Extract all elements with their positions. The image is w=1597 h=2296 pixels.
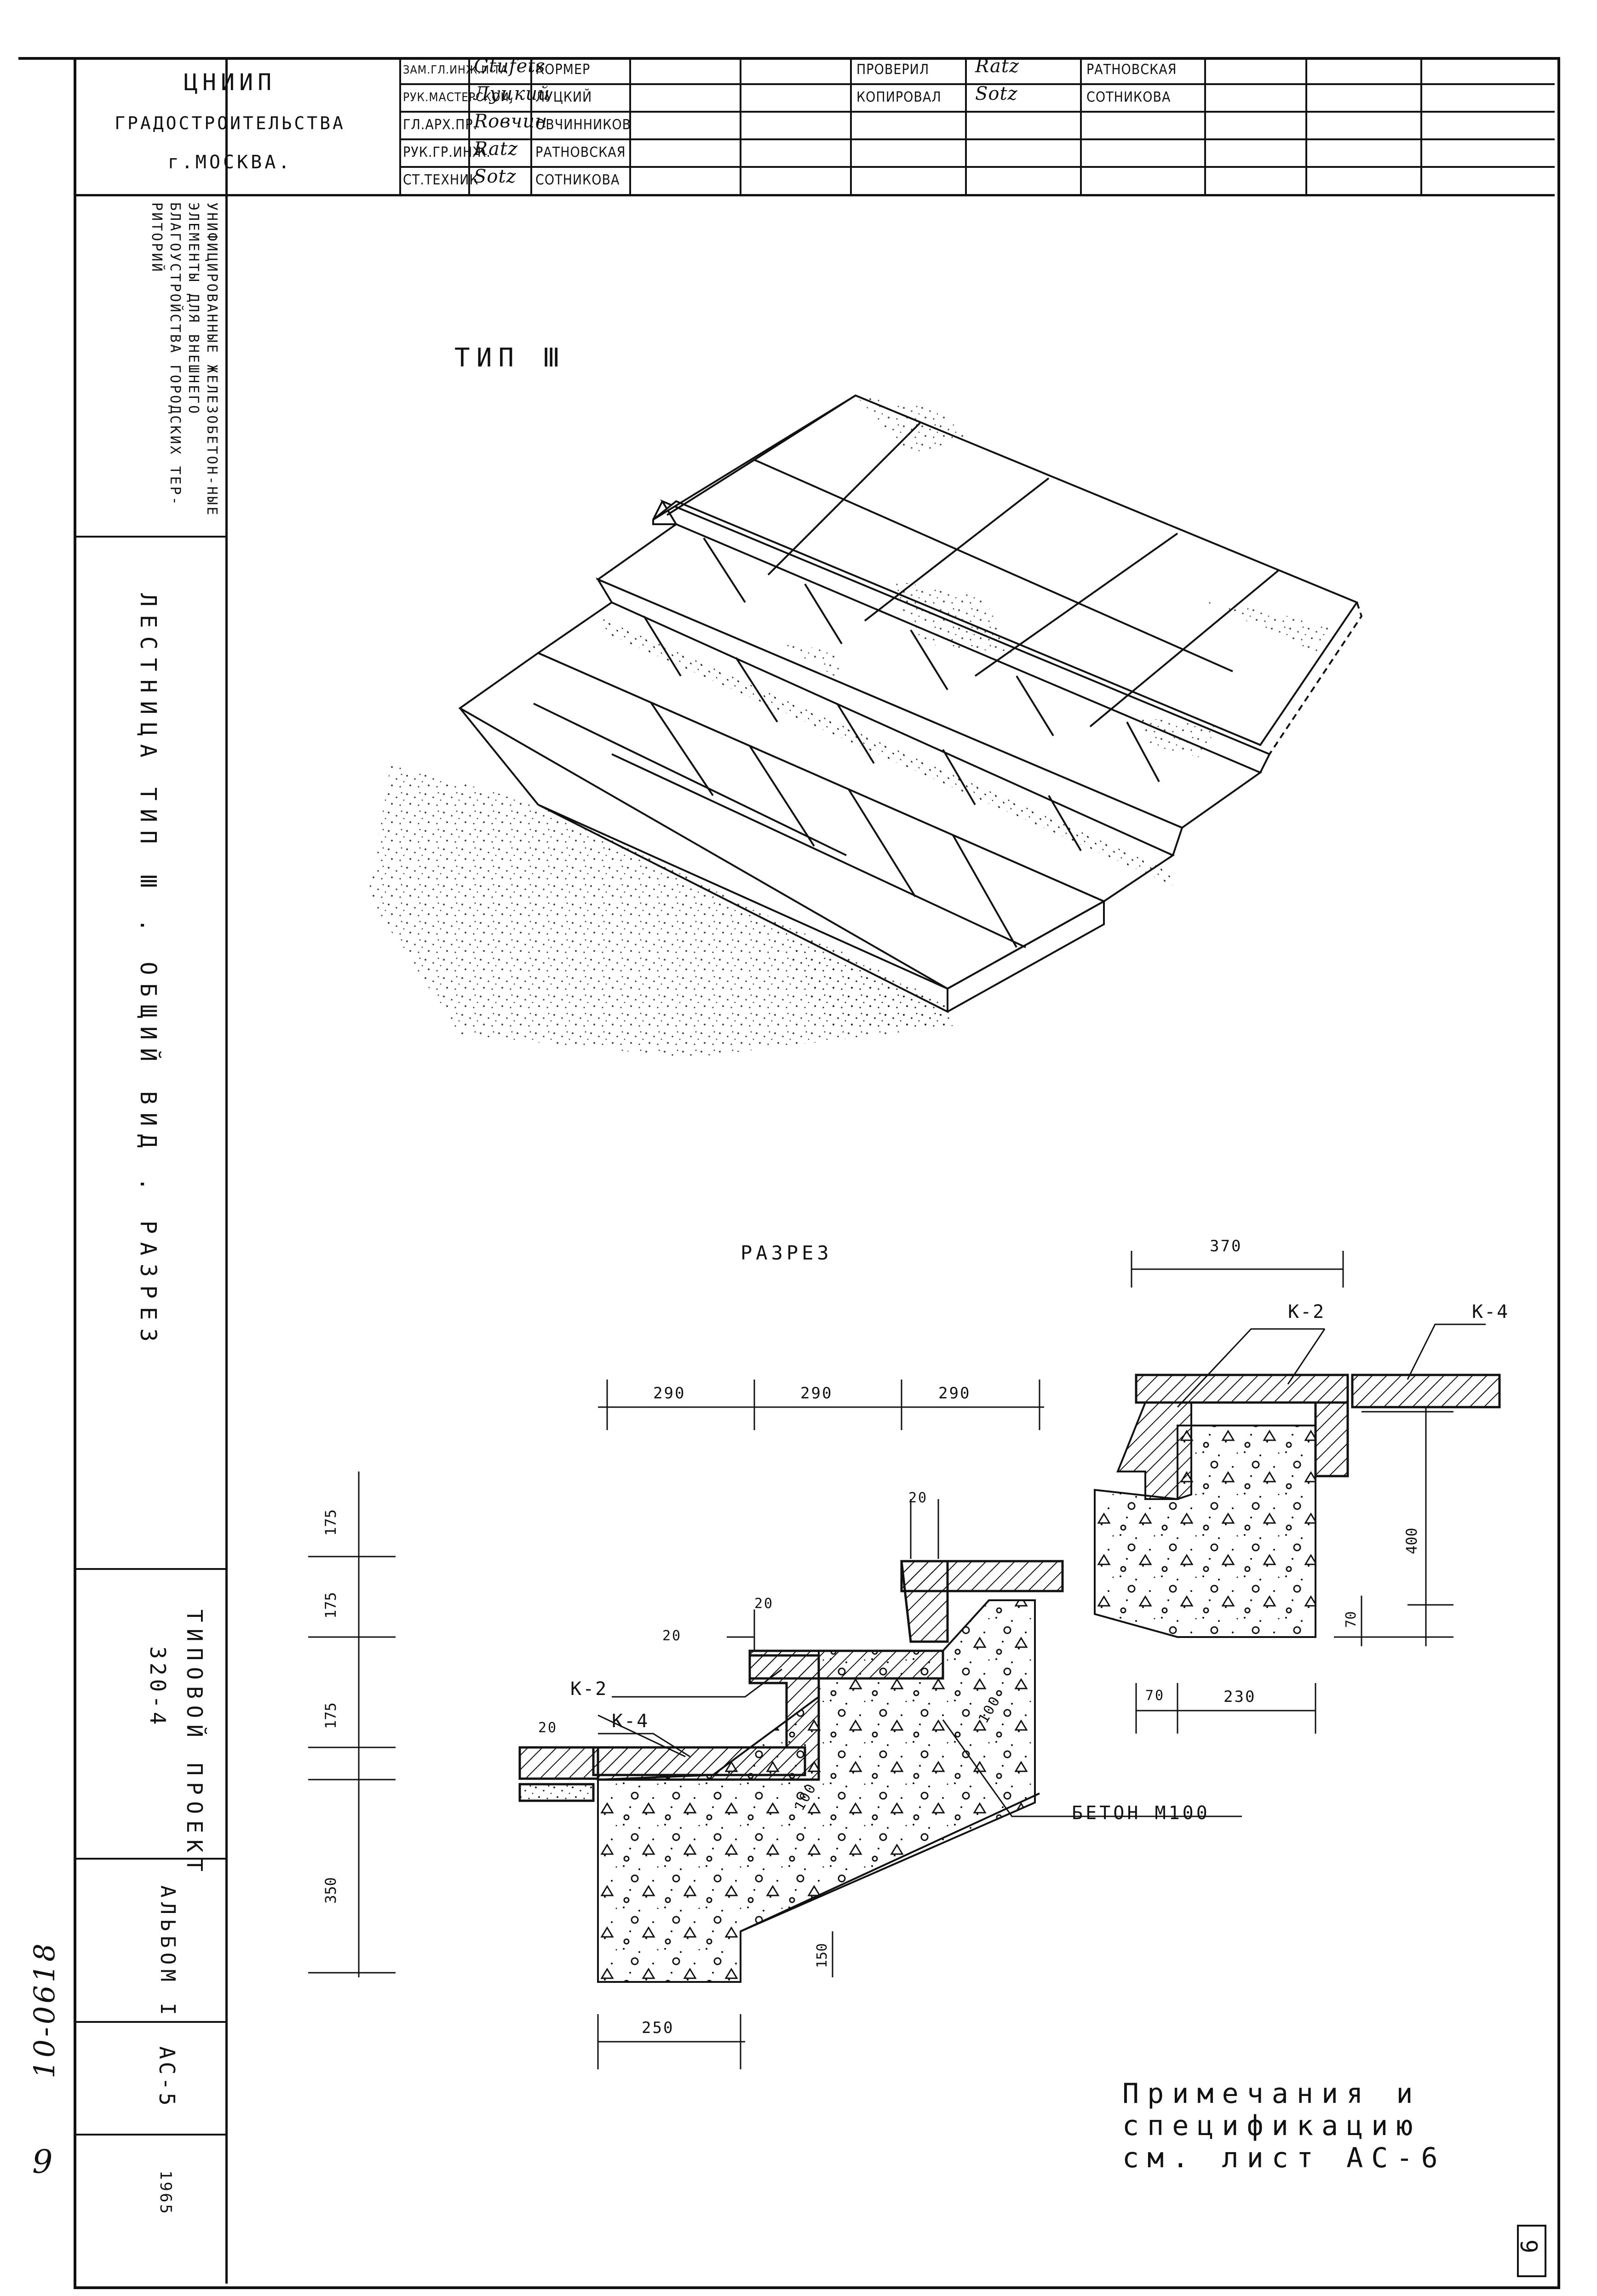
handwritten-number: 9 bbox=[32, 2143, 53, 2181]
isometric-title: ТИП Ⅲ bbox=[454, 343, 567, 373]
dim-base-width: 250 bbox=[642, 2019, 674, 2037]
notes-line-2: спецификацию bbox=[1122, 2110, 1421, 2142]
tb-role-2: РУК.МАСТЕРСКОЙ bbox=[403, 91, 509, 104]
leader-lines bbox=[597, 1323, 1486, 1817]
detail-section bbox=[1094, 1374, 1501, 1638]
org-city: г.МОСКВА. bbox=[167, 152, 293, 173]
dim-tread-3: 290 bbox=[938, 1384, 971, 1403]
tb-sign-1: Gtufets bbox=[474, 56, 546, 77]
tb-role-5: СТ.ТЕХНИК bbox=[403, 172, 479, 188]
dim-riser-2: 175 bbox=[322, 1592, 339, 1619]
section-ground-line bbox=[597, 1784, 1040, 1982]
side-sep-3 bbox=[74, 1858, 228, 1860]
dimension-lines bbox=[308, 1251, 1453, 2069]
label-k2-detail: К-2 bbox=[1288, 1301, 1326, 1323]
dim-gap-k4: 20 bbox=[538, 1720, 558, 1736]
section-slabs bbox=[518, 1560, 1064, 1802]
tb-copied-sign: Sotz bbox=[975, 83, 1018, 104]
tb-checked-name: РАТНОВСКАЯ bbox=[1086, 62, 1177, 78]
side-sep-5 bbox=[74, 2134, 228, 2136]
section-title: РАЗРЕЗ bbox=[741, 1242, 833, 1264]
notes-line-3: см. лист АС-6 bbox=[1122, 2142, 1446, 2174]
tb-sign-5: Sotz bbox=[474, 166, 517, 187]
tb-role-4: РУК.ГР.ИНЖ. bbox=[403, 144, 491, 160]
tb-name-2: ЛУЦКИЙ bbox=[535, 89, 592, 105]
page-number-box bbox=[1517, 2225, 1546, 2277]
top-border-line bbox=[18, 57, 1555, 60]
dim-gap-mid: 20 bbox=[754, 1596, 774, 1612]
side-sep-1 bbox=[74, 536, 228, 538]
dim-tread-2: 290 bbox=[800, 1384, 833, 1403]
dim-detail-top: 370 bbox=[1210, 1237, 1242, 1255]
tb-copied-name: СОТНИКОВА bbox=[1086, 89, 1171, 105]
org-block-divider bbox=[74, 194, 1555, 196]
tb-copied-role: КОПИРОВАЛ bbox=[856, 89, 942, 105]
isometric-shading bbox=[773, 395, 1334, 759]
dim-detail-230: 230 bbox=[1224, 1688, 1256, 1706]
page-number: 9 bbox=[1515, 2239, 1542, 2258]
org-subtitle: ГРАДОСТРОИТЕЛЬСТВА bbox=[115, 113, 345, 133]
label-k4-main: К-4 bbox=[612, 1711, 649, 1732]
tb-sign-3: Rовчин bbox=[474, 111, 548, 132]
tb-name-3: ОВЧИННИКОВ bbox=[535, 117, 632, 133]
tb-checked-sign: Ratz bbox=[975, 56, 1020, 77]
dim-slab-depth: 150 bbox=[814, 1943, 830, 1968]
tb-sign-4: Ratz bbox=[474, 138, 518, 160]
notes-line-1: Примечания и bbox=[1122, 2078, 1421, 2110]
org-name: ЦНИИП bbox=[184, 69, 276, 96]
dim-tread-1: 290 bbox=[653, 1384, 686, 1403]
label-concrete: БЕТОН М100 bbox=[1072, 1803, 1210, 1824]
dim-detail-height: 400 bbox=[1403, 1528, 1420, 1554]
dim-riser-3: 175 bbox=[322, 1702, 339, 1729]
tb-role-3: ГЛ.АРХ.ПР. bbox=[403, 117, 478, 133]
dim-gap-top: 20 bbox=[908, 1490, 928, 1506]
label-k4-detail: К-4 bbox=[1472, 1301, 1510, 1323]
tb-role-1: ЗАМ.ГЛ.ИНЖ.И-ТА bbox=[403, 63, 508, 76]
isometric-ground bbox=[368, 763, 957, 1058]
dim-found-depth: 350 bbox=[322, 1877, 339, 1904]
dim-detail-70h: 70 bbox=[1145, 1688, 1165, 1704]
side-sep-2 bbox=[74, 1568, 228, 1570]
dim-riser-1: 175 bbox=[322, 1509, 339, 1536]
label-k2-main: К-2 bbox=[570, 1678, 608, 1700]
tb-name-1: КОРМЕР bbox=[535, 62, 591, 78]
side-strip-divider bbox=[225, 57, 228, 2284]
dim-gap-low: 20 bbox=[662, 1628, 682, 1644]
tb-name-4: РАТНОВСКАЯ bbox=[535, 144, 626, 160]
dim-detail-70v: 70 bbox=[1343, 1611, 1359, 1628]
tb-checked-role: ПРОВЕРИЛ bbox=[856, 62, 930, 78]
side-sep-4 bbox=[74, 2021, 228, 2023]
tb-name-5: СОТНИКОВА bbox=[535, 172, 620, 188]
tb-sign-2: Луцкий bbox=[474, 83, 550, 104]
